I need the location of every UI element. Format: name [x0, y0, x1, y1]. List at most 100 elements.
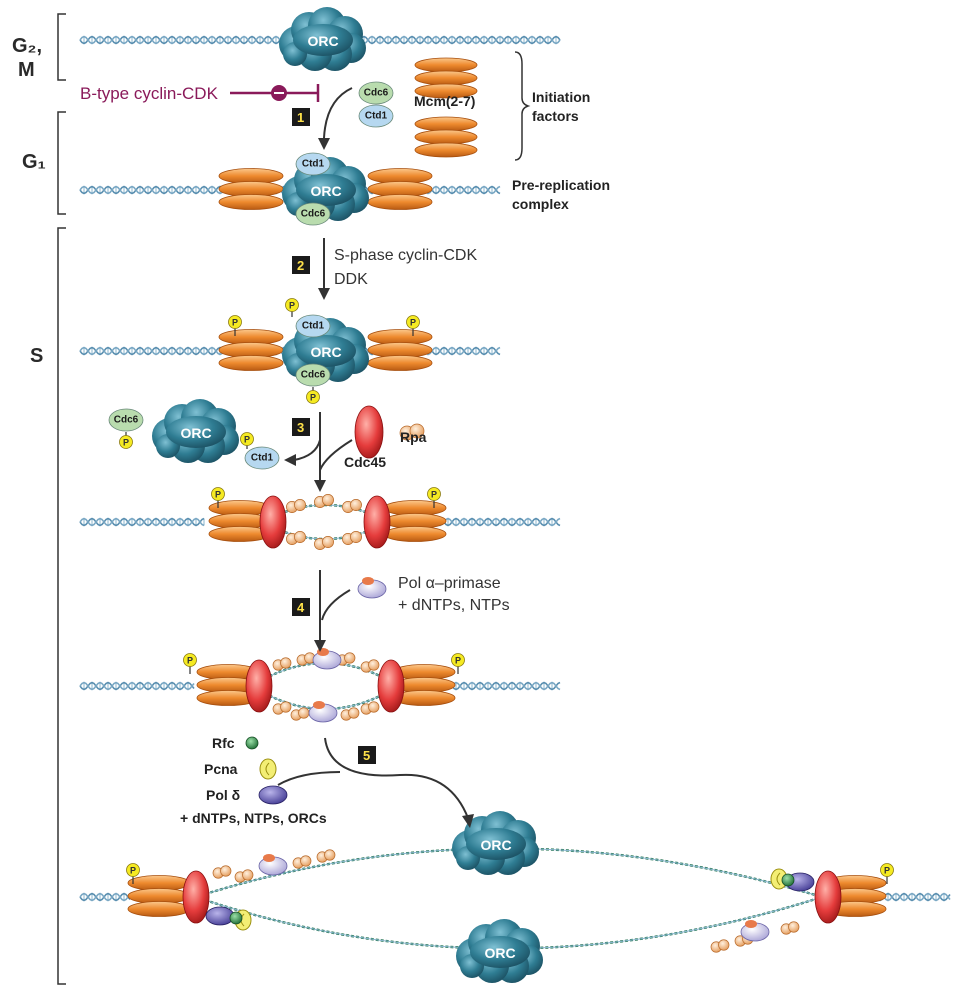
mcm-s2-left: [208, 500, 272, 542]
rpa-s3-2: [336, 652, 356, 666]
step-box-4: 4: [292, 598, 310, 616]
ctd1-free: Ctd1: [358, 104, 394, 128]
initiation-label-1: Initiation: [532, 89, 590, 105]
phospho-s3-left: P: [183, 653, 197, 674]
phospho-final-left: P: [126, 863, 140, 884]
step-box-2: 2: [292, 256, 310, 274]
phosphate-label: P: [431, 490, 437, 500]
dna-helix-s2-right: [427, 517, 561, 527]
phospho-s1-right: P: [406, 315, 420, 336]
pol-alpha-final-bottom: [740, 920, 770, 942]
pcna-label: Pcna: [204, 761, 238, 777]
cdc45-s2-left: [259, 495, 287, 549]
phosphate-label: P: [455, 656, 461, 666]
ctd1-s1-label: Ctd1: [302, 321, 325, 332]
pol-alpha-label-2: + dNTPs, NTPs: [398, 597, 510, 614]
mcm-free-top: [414, 57, 478, 99]
ctd1-g1-label: Ctd1: [302, 159, 325, 170]
rfc-free: [245, 736, 259, 750]
g2m-bracket: [57, 13, 66, 81]
rpa-final-0: [212, 865, 232, 879]
rpa-s2-1: [314, 494, 334, 508]
pol-alpha-s3-top: [312, 648, 342, 670]
step-number-2: 2: [297, 258, 304, 273]
phosphate-label: P: [215, 490, 221, 500]
phosphate-label: P: [310, 393, 316, 403]
phospho-s3-right: P: [451, 653, 465, 674]
rpa-s2-2: [342, 499, 362, 513]
orc-g2m: ORC: [279, 7, 366, 71]
dntps-orcs-label: + dNTPs, NTPs, ORCs: [180, 810, 327, 826]
rpa-s3-5: [290, 707, 310, 721]
rpa-final-4: [710, 939, 730, 953]
cdc6-free-label: Cdc6: [364, 88, 389, 99]
ctd1-s1: Ctd1: [295, 314, 331, 338]
phosphate-label: P: [130, 866, 136, 876]
prerep-label-1: Pre-replication: [512, 177, 610, 193]
step5-join-arrow: [277, 771, 341, 786]
orc-label: ORC: [307, 33, 338, 49]
rfc-final-right: [781, 873, 795, 887]
rpa-s3-0: [272, 657, 292, 671]
phosphate-label: P: [289, 301, 295, 311]
ctd1-free-label: Ctd1: [365, 111, 388, 122]
rpa-final-2: [292, 855, 312, 869]
step-box-1: 1: [292, 108, 310, 126]
cdc6-free: Cdc6: [358, 81, 394, 105]
orc-label: ORC: [310, 183, 341, 199]
rpa-s2-4: [314, 536, 334, 550]
rfc-final-left: [229, 911, 243, 925]
pcna-free: [259, 758, 277, 780]
mcm-s1-right: [367, 329, 433, 371]
phospho-s2-right: P: [427, 487, 441, 508]
rpa-s2-0: [286, 499, 306, 513]
rpa-final-6: [780, 921, 800, 935]
pol-delta-final-left: [205, 906, 235, 926]
pol-alpha-s3-bottom: [308, 701, 338, 723]
rpa-s3-1: [296, 652, 316, 666]
cdc6-s1-label: Cdc6: [301, 370, 326, 381]
cdc45-free: [354, 405, 384, 459]
arrows: [277, 87, 469, 819]
rpa-s3-7: [360, 701, 380, 715]
initiation-brace: [514, 51, 531, 161]
step-number-5: 5: [363, 748, 370, 763]
mcm-s3-right: [392, 664, 456, 706]
g1-bracket: [57, 111, 66, 215]
orc-label: ORC: [480, 837, 511, 853]
rpa-free: [399, 423, 425, 441]
s-phase-label-1: S-phase cyclin-CDK: [334, 247, 477, 264]
step1-arrow: [323, 87, 353, 139]
phosphate-label: P: [232, 318, 238, 328]
cdc6-released: Cdc6: [108, 408, 144, 432]
phosphate-label: P: [187, 656, 193, 666]
s-phase-label-2: DDK: [334, 271, 368, 288]
pol-delta-label: Pol δ: [206, 787, 240, 803]
mcm-free-bottom: [414, 116, 478, 158]
phospho-s1-cdc6: P: [306, 387, 320, 404]
cdc45-s3-right: [377, 659, 405, 713]
mcm-g1-right: [367, 168, 433, 210]
phosphate-label: P: [244, 435, 250, 445]
orc-released: ORC: [152, 399, 239, 463]
orc-final-bottom: ORC: [456, 919, 543, 983]
orc-label: ORC: [180, 425, 211, 441]
mcm-s3-left: [196, 664, 260, 706]
orc-label: ORC: [310, 344, 341, 360]
cdc45-s3-left: [245, 659, 273, 713]
step-number-4: 4: [297, 600, 305, 615]
phosphate-label: P: [884, 866, 890, 876]
rpa-s3-6: [340, 707, 360, 721]
step3-branch-arrow: [293, 439, 321, 461]
pol-alpha-free: [357, 577, 387, 599]
cdc6-released-label: Cdc6: [114, 415, 139, 426]
orc-final-top: ORC: [452, 811, 539, 875]
s-bracket: [57, 227, 66, 985]
cdc45-final-right: [814, 870, 842, 924]
rpa-label: Rpa: [400, 429, 427, 445]
step3-join-arrow: [319, 439, 353, 471]
cdc45-final-left: [182, 870, 210, 924]
ctd1-g1: Ctd1: [295, 152, 331, 176]
phospho-final-right: P: [880, 863, 894, 884]
